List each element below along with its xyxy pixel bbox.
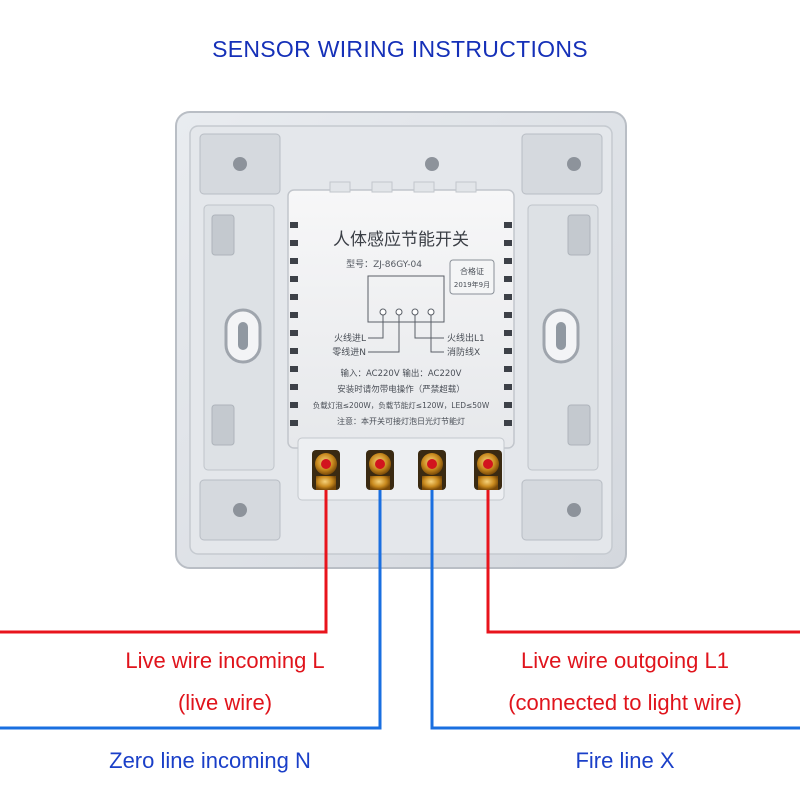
screw-hole-icon xyxy=(233,157,581,517)
terminal-label-n: 零线进N xyxy=(332,346,366,358)
page-title: SENSOR WIRING INSTRUCTIONS xyxy=(212,36,588,62)
module-model: 型号：ZJ-86GY-04 xyxy=(346,259,422,270)
wires xyxy=(0,470,800,730)
terminal-label-x: 消防线X xyxy=(447,346,480,358)
terminal-label-l1: 火线出L1 xyxy=(447,332,485,344)
label-zero-in: Zero line incoming N xyxy=(109,748,311,773)
terminal-screw-icon xyxy=(418,450,446,490)
certificate-badge xyxy=(449,259,495,295)
spec-line-2: 安装时请勿带电操作（严禁超载） xyxy=(337,384,465,395)
certificate-text: 合格证 xyxy=(460,266,484,276)
module-name: 人体感应节能开关 xyxy=(333,230,469,250)
mounting-hole-icon xyxy=(224,308,580,364)
spec-line-4: 注意：本开关可接灯泡日光灯节能灯 xyxy=(337,416,465,426)
terminal-screw-icon xyxy=(366,450,394,490)
certificate-date: 2019年9月 xyxy=(454,280,490,289)
label-live-in: Live wire incoming L xyxy=(125,648,325,673)
wire-neutral-in xyxy=(0,470,382,730)
wire-live-in xyxy=(0,470,328,634)
spec-line-3: 负载灯泡≤200W，负载节能灯≤120W，LED≤50W xyxy=(313,400,490,410)
sensor-module: 人体感应节能开关 型号：ZJ-86GY-04 合格证 2019年9月 火线进L … xyxy=(287,181,515,501)
wire-fire-line xyxy=(430,470,800,730)
terminal-label-l: 火线进L xyxy=(334,332,366,344)
wire-live-out xyxy=(486,470,800,634)
terminal-screw-icon xyxy=(474,450,502,490)
terminal-screw-icon xyxy=(312,450,340,490)
terminal-screws xyxy=(312,450,502,490)
label-fire-line: Fire line X xyxy=(575,748,675,773)
label-live-out: Live wire outgoing L1 xyxy=(521,648,729,673)
label-live-in-note: (live wire) xyxy=(177,690,273,715)
spec-line-1: 输入：AC220V 输出：AC220V xyxy=(341,368,462,379)
terminal-schematic xyxy=(367,275,445,353)
label-live-out-note: (connected to light wire) xyxy=(508,690,742,715)
